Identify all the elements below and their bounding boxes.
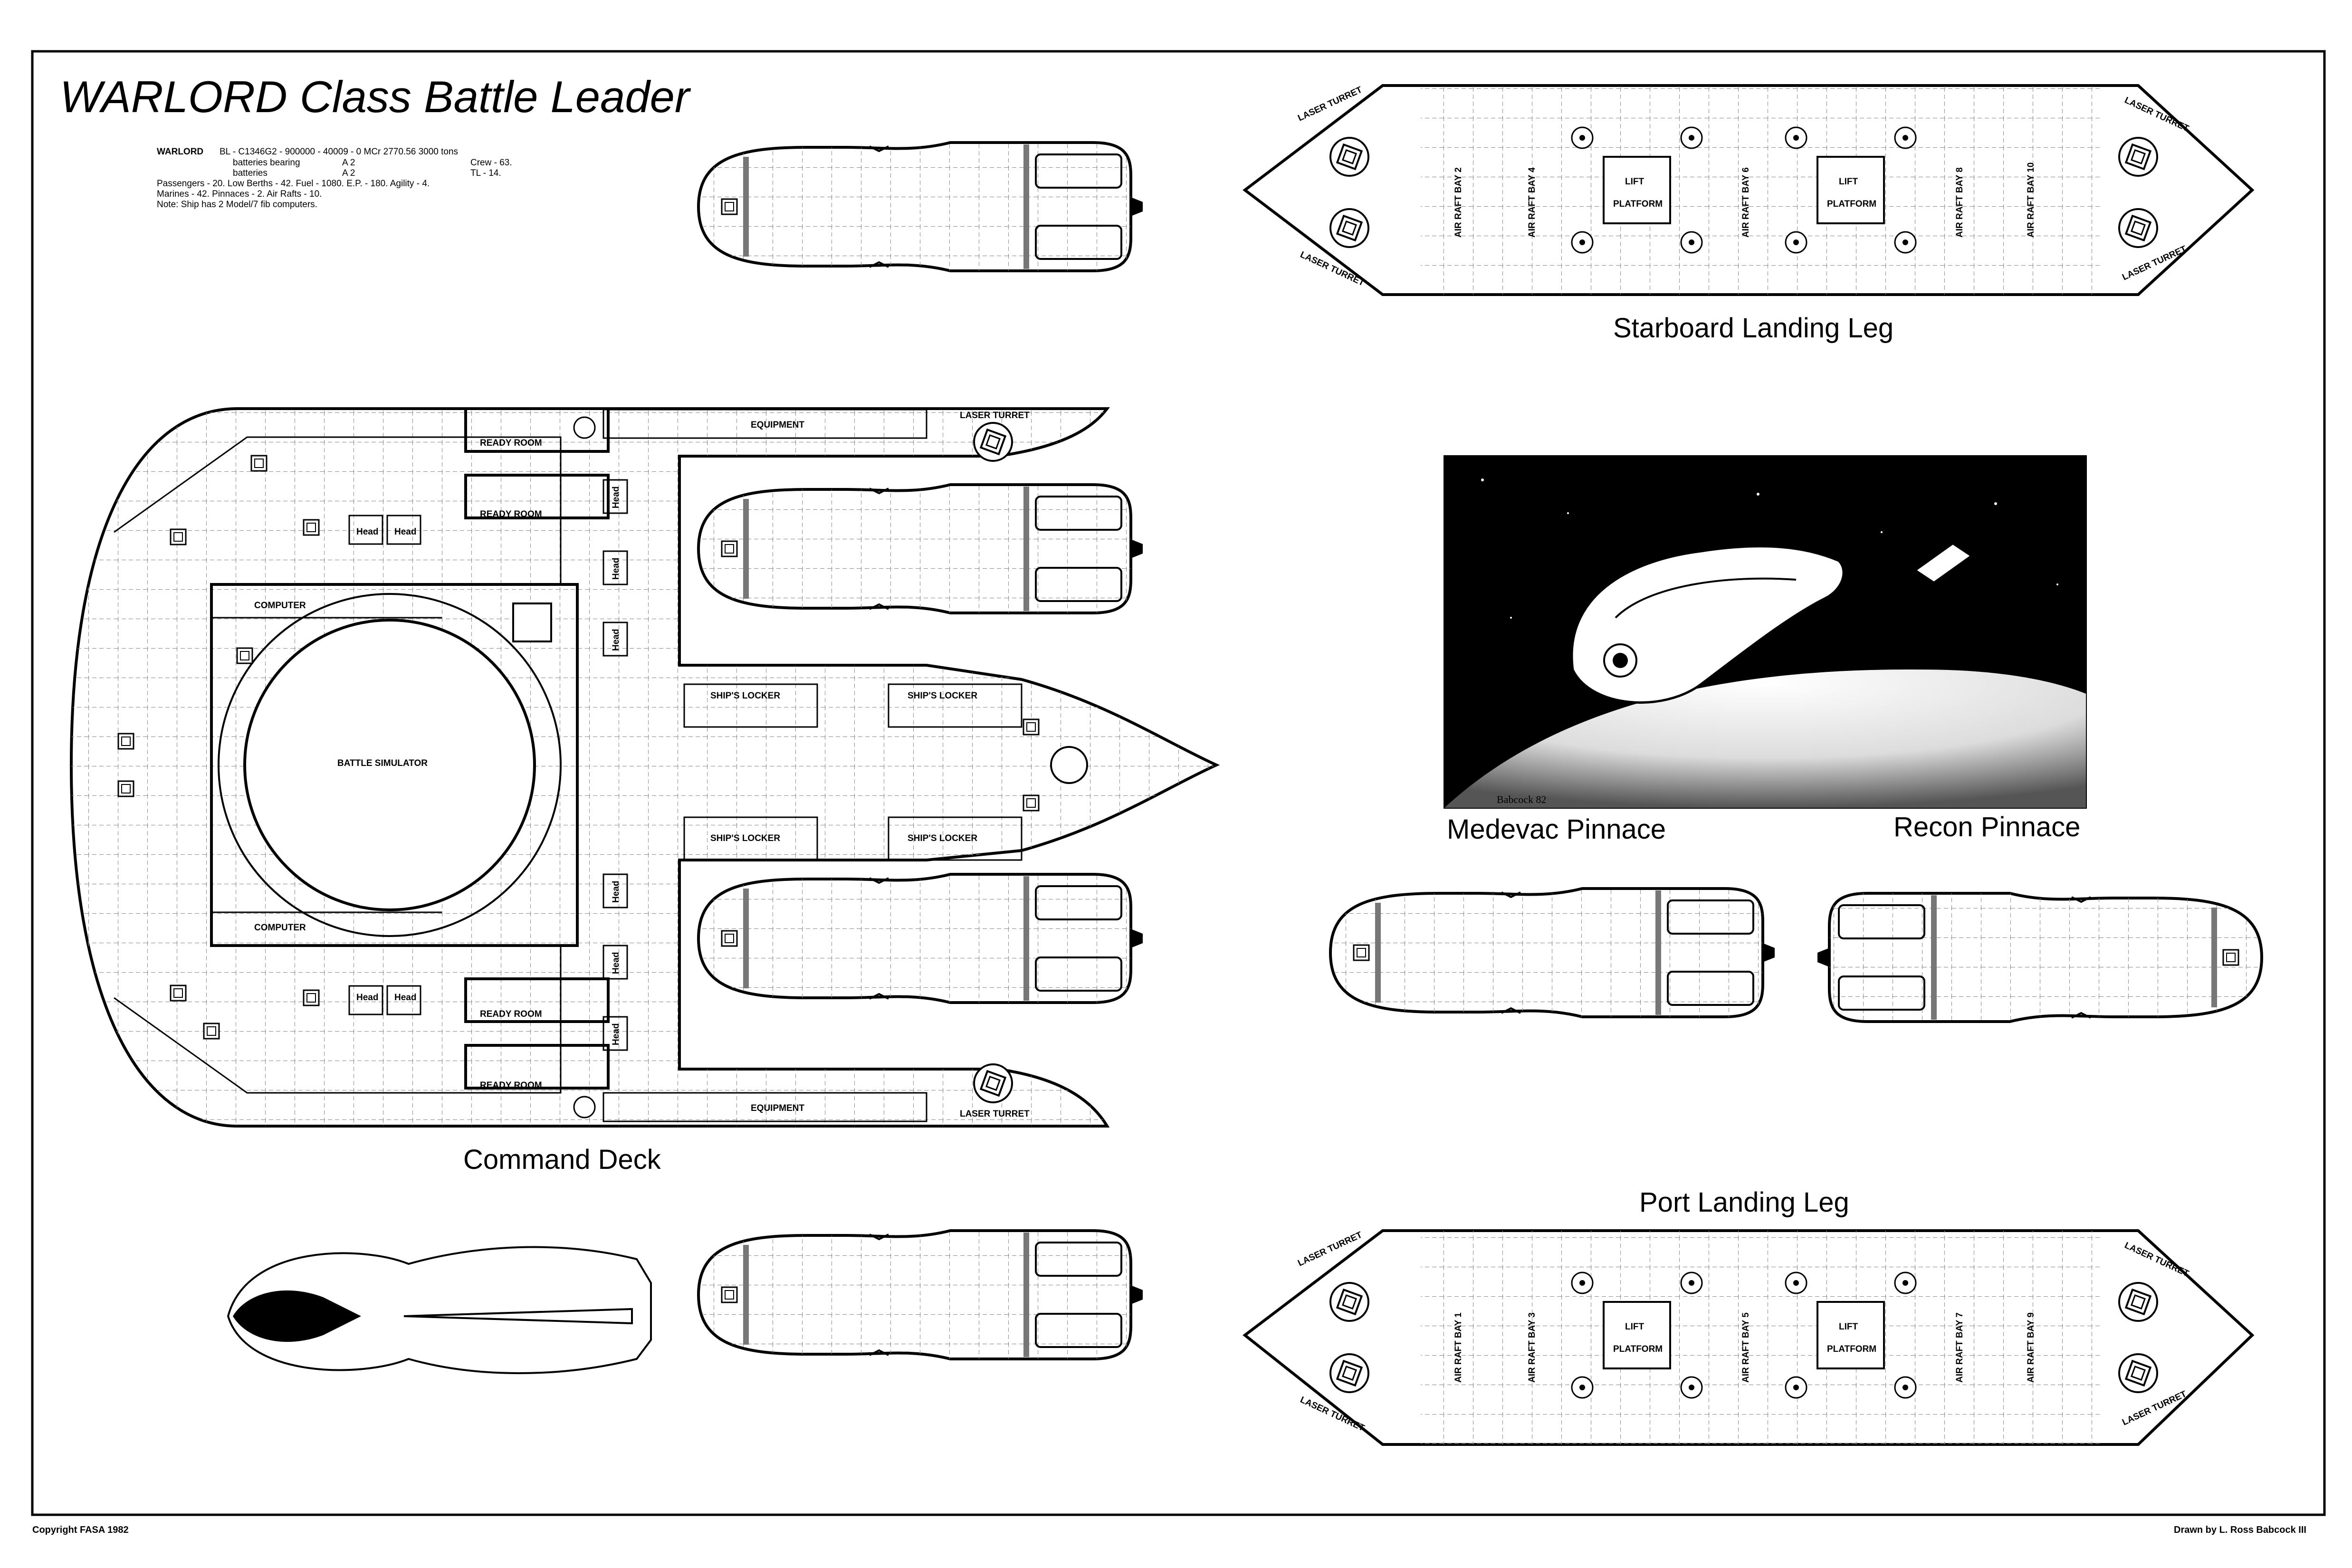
head-6: Head — [611, 558, 621, 580]
stat-line-2a: batteries bearing — [233, 158, 300, 168]
sheet-border — [31, 50, 2326, 1516]
caption-recon-pinnace: Recon Pinnace — [1893, 812, 2080, 842]
docked-pinnace-upper — [698, 485, 1143, 613]
ready-room-3: READY ROOM — [480, 1009, 542, 1019]
caption-port-leg: Port Landing Leg — [1639, 1187, 1849, 1218]
artwork-signature: Babcock 82 — [1497, 794, 1546, 805]
stat-line-5: Marines - 42. Pinnaces - 2. Air Rafts - … — [157, 189, 322, 199]
head-3: Head — [356, 993, 378, 1003]
ships-locker-3: SHIP'S LOCKER — [710, 833, 780, 843]
turret-deck-2 — [973, 1063, 1013, 1103]
head-4: Head — [394, 993, 416, 1003]
pinnace-side-profile — [227, 1246, 652, 1374]
footer-copyright: Copyright FASA 1982 — [32, 1525, 129, 1535]
stat-line-3a: batteries — [233, 168, 268, 178]
stat-line-3b: A 2 — [342, 168, 355, 178]
battle-simulator-ring — [243, 619, 536, 911]
port-platform-2: PLATFORM — [1827, 1344, 1876, 1354]
pinnace-plan-recon — [1817, 893, 2262, 1022]
port-lift-1: LIFT — [1625, 1322, 1644, 1332]
head-1: Head — [356, 527, 378, 537]
starboard-platform-1: PLATFORM — [1613, 199, 1663, 209]
stat-line-2c: Crew - 63. — [470, 158, 512, 168]
stat-name: WARLORD — [157, 147, 203, 157]
port-bay-7: AIR RAFT BAY 7 — [1955, 1312, 1965, 1383]
port-landing-leg-plan: LIFT PLATFORM LIFT PLATFORM AIR RAFT BAY… — [1243, 1229, 2255, 1446]
pinnace-plan-medevac — [1330, 889, 1775, 1017]
head-2: Head — [394, 527, 416, 537]
caption-medevac-pinnace: Medevac Pinnace — [1447, 814, 1666, 845]
equipment-top: EQUIPMENT — [751, 420, 804, 430]
starboard-platform-2: PLATFORM — [1827, 199, 1876, 209]
port-lift-2: LIFT — [1839, 1322, 1858, 1332]
ships-locker-2: SHIP'S LOCKER — [908, 691, 977, 701]
stat-line-2b: A 2 — [342, 158, 355, 168]
laser-turret-deck-top: LASER TURRET — [960, 411, 1030, 421]
pinnace-plan-bottom — [698, 1231, 1143, 1359]
starboard-bay-6: AIR RAFT BAY 6 — [1741, 167, 1751, 238]
command-deck-plan: COMPUTER COMPUTER BATTLE SIMULATOR READY… — [69, 407, 1220, 1128]
turret-deck-1 — [973, 422, 1013, 462]
stat-line-3c: TL - 14. — [470, 168, 501, 178]
head-8: Head — [611, 881, 621, 903]
ready-room-1: READY ROOM — [480, 438, 542, 448]
room-computer-top: COMPUTER — [254, 601, 306, 611]
ships-locker-1: SHIP'S LOCKER — [710, 691, 780, 701]
starboard-lift-1: LIFT — [1625, 177, 1644, 187]
caption-starboard-leg: Starboard Landing Leg — [1613, 313, 1893, 344]
port-bay-3: AIR RAFT BAY 3 — [1527, 1312, 1537, 1383]
laser-turret-deck-bottom: LASER TURRET — [960, 1109, 1030, 1119]
starboard-bay-2: AIR RAFT BAY 2 — [1453, 167, 1463, 238]
room-battle-simulator: BATTLE SIMULATOR — [337, 758, 428, 768]
ready-room-4: READY ROOM — [480, 1080, 542, 1090]
port-bay-5: AIR RAFT BAY 5 — [1741, 1312, 1751, 1383]
head-9: Head — [611, 952, 621, 974]
stat-line-4: Passengers - 20. Low Berths - 42. Fuel -… — [157, 179, 430, 189]
room-computer-bottom: COMPUTER — [254, 923, 306, 933]
ready-room-2: READY ROOM — [480, 509, 542, 519]
starboard-bay-4: AIR RAFT BAY 4 — [1527, 167, 1537, 238]
footer-credit: Drawn by L. Ross Babcock III — [2174, 1525, 2306, 1535]
equipment-bottom: EQUIPMENT — [751, 1103, 804, 1113]
pinnace-plan-top — [698, 143, 1143, 271]
pinnace-artwork-panel: Babcock 82 — [1444, 455, 2087, 809]
caption-command-deck: Command Deck — [463, 1144, 661, 1175]
page-title: WARLORD Class Battle Leader — [60, 72, 691, 122]
head-10: Head — [611, 1023, 621, 1045]
ships-locker-4: SHIP'S LOCKER — [908, 833, 977, 843]
starboard-bay-8: AIR RAFT BAY 8 — [1955, 167, 1965, 238]
stat-line-6: Note: Ship has 2 Model/7 fib computers. — [157, 200, 317, 210]
starboard-landing-leg-plan: LIFT PLATFORM LIFT PLATFORM AIR RAFT BAY… — [1243, 84, 2255, 296]
head-5: Head — [611, 487, 621, 508]
port-bay-9: AIR RAFT BAY 9 — [2026, 1312, 2036, 1383]
stat-line-1: BL - C1346G2 - 900000 - 40009 - 0 MCr 27… — [220, 147, 458, 157]
starboard-bay-10: AIR RAFT BAY 10 — [2026, 163, 2036, 238]
starboard-lift-2: LIFT — [1839, 177, 1858, 187]
port-bay-1: AIR RAFT BAY 1 — [1453, 1312, 1463, 1383]
docked-pinnace-lower — [698, 874, 1143, 1003]
port-platform-1: PLATFORM — [1613, 1344, 1663, 1354]
head-7: Head — [611, 629, 621, 651]
